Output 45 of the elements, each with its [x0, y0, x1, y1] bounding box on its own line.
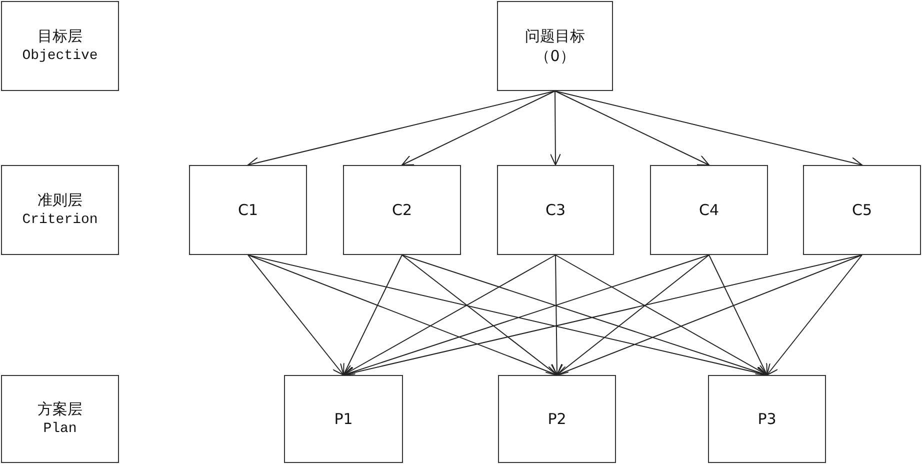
- arrow: [343, 254, 710, 377]
- arrow: [708, 254, 768, 376]
- layer-name: 目标层: [38, 26, 82, 46]
- arrow: [550, 90, 561, 166]
- arrow: [248, 90, 556, 168]
- node-label: P2: [548, 409, 566, 429]
- layer-label-box: [1, 375, 119, 463]
- criterion-box: [189, 165, 307, 255]
- arrow: [556, 254, 862, 376]
- layer-name: 方案层: [38, 399, 82, 419]
- arrow: [248, 254, 558, 376]
- layer-name-english: Objective: [22, 47, 98, 66]
- criterion-box: [497, 165, 614, 255]
- layer-name: 准则层: [38, 190, 82, 210]
- arrow: [556, 254, 710, 376]
- layer-label-box: [1, 1, 119, 91]
- arrow: [343, 254, 402, 376]
- arrow: [248, 254, 344, 376]
- node-label: C3: [545, 200, 566, 220]
- arrow: [402, 90, 556, 166]
- criterion-box: [650, 165, 768, 255]
- node-label: 问题目标: [525, 26, 585, 46]
- plan-box: [498, 375, 616, 463]
- node-label: C2: [392, 200, 412, 220]
- plan-box: [284, 375, 403, 463]
- arrow: [554, 90, 710, 166]
- arrow: [402, 254, 558, 376]
- layer-name-english: Plan: [43, 420, 77, 439]
- criterion-box: [343, 165, 461, 255]
- arrow: [343, 254, 556, 376]
- arrow: [766, 254, 862, 376]
- criterion-box: [803, 165, 921, 255]
- layer-label-box: [1, 165, 119, 255]
- node-label: C5: [852, 200, 872, 220]
- node-label: P1: [334, 409, 353, 429]
- node-label: C4: [698, 200, 720, 220]
- arrow: [555, 254, 768, 376]
- node-label: P3: [758, 409, 776, 429]
- goal-box: [497, 1, 613, 91]
- layer-name-english: Criterion: [22, 211, 98, 230]
- plan-box: [708, 375, 826, 463]
- arrow: [551, 254, 562, 376]
- arrow: [554, 90, 862, 168]
- node-label: （0）: [535, 46, 575, 66]
- node-label: C1: [238, 200, 258, 220]
